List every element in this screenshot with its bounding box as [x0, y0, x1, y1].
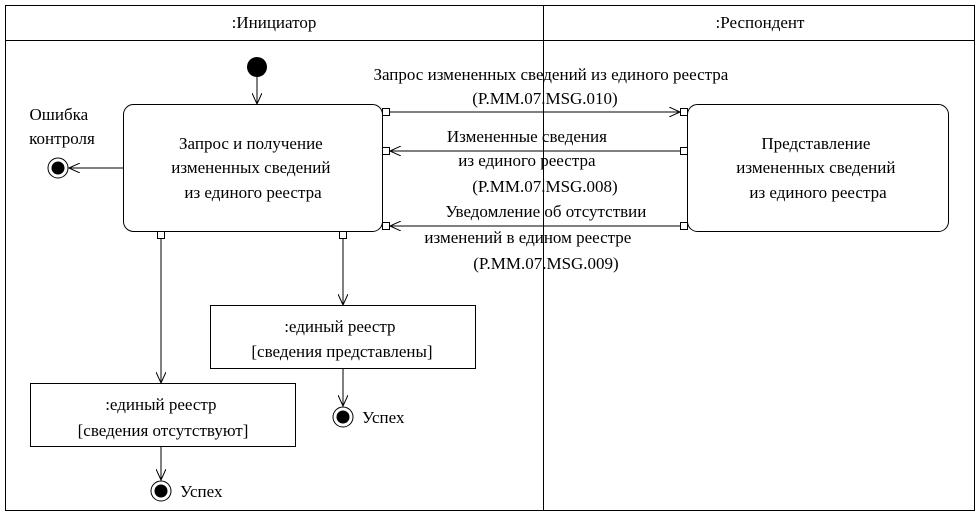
svg-text::единый реестр [сведения: :единый реестр [сведения представлены] [251, 317, 432, 361]
activity-provide-line-1: Представление [761, 134, 870, 153]
message-changed-label-line-3: (P.MM.07.MSG.008) [472, 177, 617, 196]
final-node-success-provided [332, 406, 354, 428]
activity-request-line-1: Запрос и получение [179, 134, 323, 153]
message-changed-label-line-1: Измененные сведения [447, 127, 607, 146]
activity-provide-line-2: измененных сведений [736, 158, 895, 177]
swimlane-frame [5, 5, 975, 511]
initial-node [247, 57, 267, 77]
svg-text:Представление измененных: Представление измененных сведений из еди… [736, 134, 899, 202]
activity-provide-line-3: из единого реестра [749, 183, 887, 202]
svg-text::единый реестр [сведения: :единый реестр [сведения отсутствуют] [78, 395, 249, 440]
message-changed-label: Измененные сведения из единого реестра (… [447, 127, 618, 196]
activity-request-line-2: измененных сведений [171, 158, 330, 177]
activity-request-line-3: из единого реестра [184, 183, 322, 202]
provide-activity-pins [680, 108, 688, 230]
object-absent-name: :единый реестр [105, 395, 216, 414]
message-changed-label-line-2: из единого реестра [458, 151, 596, 170]
activity-request: Запрос и получение измененных сведений и… [123, 104, 383, 232]
message-request-label: Запрос измененных сведений из единого ре… [373, 65, 732, 108]
object-provided-name: :единый реестр [284, 317, 395, 336]
svg-text:Запрос и получение измен: Запрос и получение измененных сведений и… [171, 134, 334, 202]
message-no-changes-label-line-1: Уведомление об отсутствии [445, 202, 646, 221]
error-final-label-line-1: Ошибка [30, 105, 89, 124]
activity-provide: Представление измененных сведений из еди… [687, 104, 949, 232]
request-activity-pins [157, 108, 390, 239]
final-node-success-absent [150, 480, 172, 502]
object-absent: :единый реестр [сведения отсутствуют] [30, 383, 296, 447]
object-absent-state: [сведения отсутствуют] [78, 421, 249, 440]
message-request-label-line-1: Запрос измененных сведений из единого ре… [373, 65, 728, 84]
message-no-changes-label-line-2: изменений в едином реестре [424, 228, 631, 247]
message-request-label-line-2: (P.MM.07.MSG.010) [472, 89, 617, 108]
success-label-provided: Успех [362, 408, 405, 427]
final-node-error [47, 157, 69, 179]
message-no-changes-label: Уведомление об отсутствии изменений в ед… [424, 202, 650, 273]
lane-header-respondent: :Респондент [716, 13, 805, 32]
message-no-changes-label-line-3: (P.MM.07.MSG.009) [473, 254, 618, 273]
error-final-label-line-2: контроля [29, 129, 95, 148]
lane-header-initiator: :Инициатор [232, 13, 317, 32]
object-provided-state: [сведения представлены] [251, 342, 432, 361]
object-provided: :единый реестр [сведения представлены] [210, 305, 476, 369]
error-final-label: Ошибка контроля [29, 105, 95, 148]
success-label-absent: Успех [180, 482, 223, 501]
